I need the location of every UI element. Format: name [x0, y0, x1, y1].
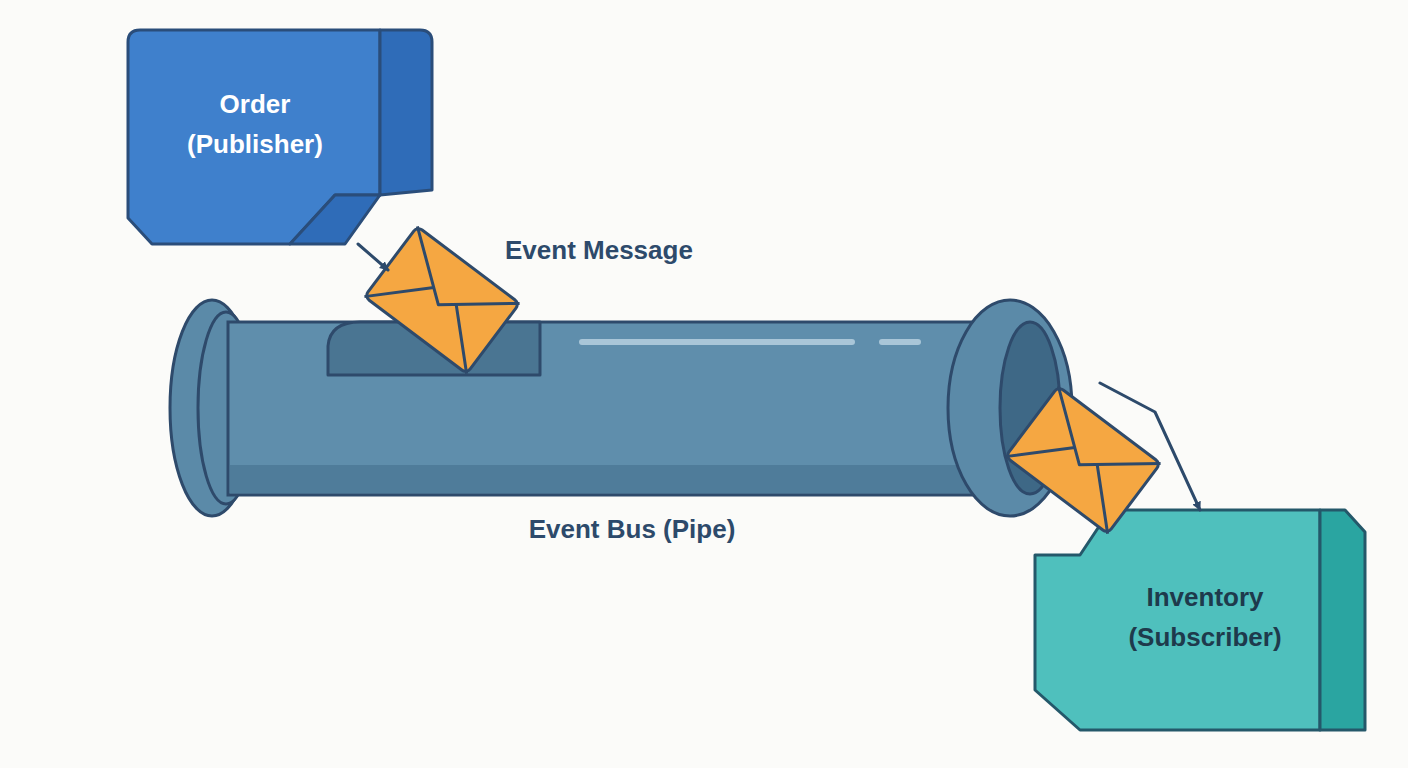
pipe-slot	[328, 322, 540, 375]
flow-arrow	[358, 244, 388, 270]
publisher-box: Order (Publisher)	[128, 30, 432, 244]
pipe-opening	[1000, 322, 1060, 494]
box-face	[128, 30, 380, 244]
flow-arrow	[1100, 383, 1200, 510]
event-bus-pipe-outline	[168, 270, 1100, 555]
box-face	[1035, 510, 1320, 730]
node-text: Inventory (Subscriber)	[1085, 577, 1325, 657]
message-label: Event Message	[505, 232, 693, 268]
subscriber-box: Inventory (Subscriber)	[1035, 510, 1365, 730]
event-bus-pipe: Event Bus (Pipe)	[168, 270, 1100, 555]
node-text: Order (Publisher)	[155, 84, 355, 164]
pipe-body	[228, 322, 1010, 495]
box-fold	[290, 195, 380, 244]
pipe-shade	[230, 465, 1008, 493]
subscriber-box-outline	[1035, 510, 1365, 730]
node-text: Event Bus (Pipe)	[432, 509, 832, 549]
box-side	[1320, 510, 1365, 730]
box-side	[380, 30, 432, 195]
pipe-flange	[948, 300, 1072, 516]
pipe-highlight	[582, 339, 918, 345]
